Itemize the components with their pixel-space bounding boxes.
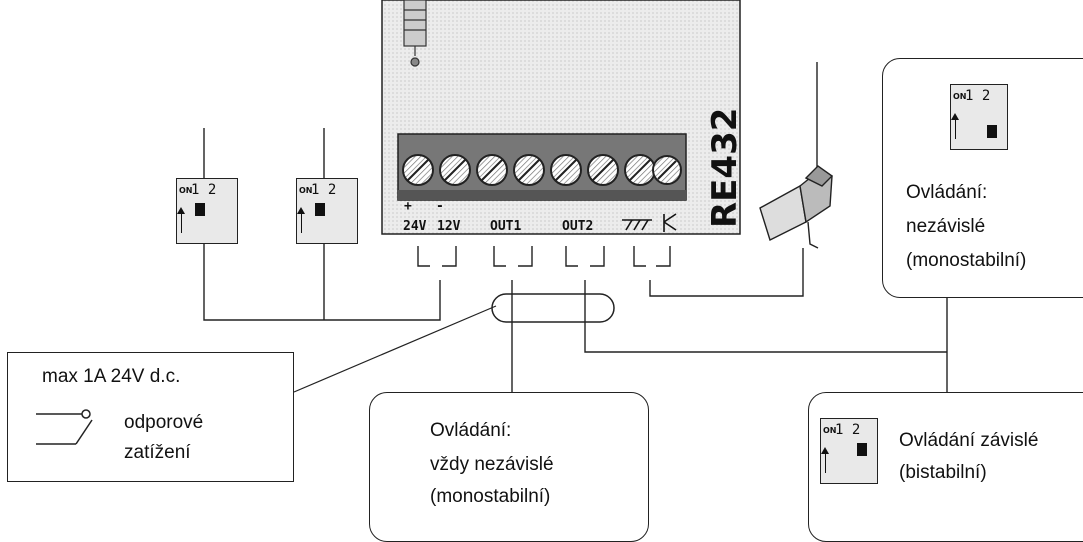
center-callout-title: Ovládání: (430, 420, 512, 441)
antenna-icon (759, 62, 834, 249)
ground-icon (622, 219, 652, 231)
dip-switch-icon: ON 1 2 (950, 84, 1008, 150)
dip-numbers: 1 2 (835, 422, 861, 438)
top-right-callout-type: (monostabilní) (906, 250, 1027, 271)
dip-on-label: ON (179, 186, 193, 195)
dip-switch-icon: ON 1 2 (176, 178, 238, 244)
center-callout (369, 392, 649, 542)
terminal-screws (402, 154, 682, 186)
wiring-diagram: + - 24V 12V OUT1 OUT2 (203, 0, 948, 393)
out-wires-highlight (491, 293, 615, 323)
center-callout-type: (monostabilní) (430, 486, 551, 507)
dip-switch-icon: ON 1 2 (296, 178, 358, 244)
module-name: RE432 (705, 107, 745, 228)
load-leader-line (293, 305, 497, 393)
dip-on-label: ON (823, 426, 837, 435)
terminal-label-12v: 12V (437, 219, 461, 234)
terminal-plus: + (404, 199, 412, 214)
dip-numbers: 1 2 (311, 182, 337, 198)
dip-numbers: 1 2 (191, 182, 217, 198)
board-antenna-icon (403, 0, 427, 67)
load-max-rating: max 1A 24V d.c. (42, 366, 181, 387)
terminal-minus: - (436, 199, 444, 214)
terminal-label-out1: OUT1 (490, 219, 521, 234)
terminal-label-24v: 24V (403, 219, 427, 234)
bottom-right-callout-title: Ovládání závislé (899, 430, 1039, 451)
top-right-callout-title: Ovládání: (906, 182, 988, 203)
bottom-right-callout-type: (bistabilní) (899, 462, 987, 483)
load-type-line2: zatížení (124, 442, 191, 463)
antenna-terminal-icon (663, 213, 677, 232)
terminal-label-out2: OUT2 (562, 219, 593, 234)
dip-on-label: ON (953, 92, 967, 101)
relay-contact-icons (417, 246, 671, 267)
wires (203, 128, 948, 392)
dip-switch-icon: ON 1 2 (820, 418, 878, 484)
load-callout (7, 352, 294, 482)
dip-on-label: ON (299, 186, 313, 195)
dip-numbers: 1 2 (965, 88, 991, 104)
top-right-callout-mode: nezávislé (906, 216, 986, 237)
relay-contact-icon (36, 409, 93, 445)
center-callout-mode: vždy nezávislé (430, 454, 554, 475)
load-type-line1: odporové (124, 412, 204, 433)
